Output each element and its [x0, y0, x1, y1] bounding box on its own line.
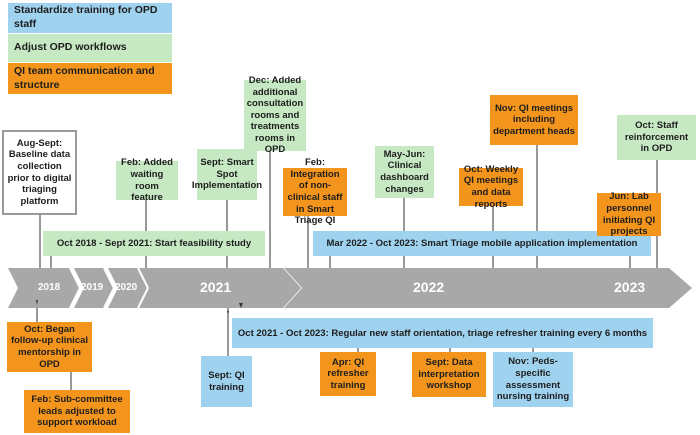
event-clinical-mentorship: Oct: Began follow-up clinical mentorship…	[7, 322, 92, 372]
arrow-2018	[8, 268, 80, 308]
year-label-2021: 2021	[200, 279, 232, 295]
event-lab-personnel: Jun: Lab personnel initiating QI project…	[597, 191, 661, 237]
event-qi-refresher: Apr: QI refresher training	[320, 352, 376, 396]
arrow-2021	[128, 268, 301, 308]
event-smart-spot: Sept: Smart Spot Implementation	[192, 149, 262, 200]
event-clinical-dashboard: May-Jun: Clinical dashboard changes	[375, 146, 434, 198]
event-subcommittee-leads: Feb: Sub-committee leads adjusted to sup…	[24, 390, 130, 433]
event-consultation-rooms: Dec: Added additional consultation rooms…	[244, 75, 306, 155]
year-label-2022: 2022	[413, 279, 445, 295]
event-qi-department-heads: Nov: QI meetings including department he…	[490, 95, 578, 145]
legend-training: Standardize training for OPD staff	[8, 3, 172, 33]
legend-qi-team: QI team communication and structure	[8, 63, 172, 94]
legend-workflows: Adjust OPD workflows	[8, 34, 172, 62]
arrow-2023	[554, 268, 692, 308]
bar-feasibility-study: Oct 2018 - Sept 2021: Start feasibility …	[43, 231, 265, 256]
year-label-2020: 2020	[115, 282, 138, 293]
event-integration-staff: Feb: Integration of non-clinical staff i…	[283, 157, 347, 226]
event-data-workshop: Sept: Data interpretation workshop	[412, 352, 486, 397]
bar-smart-triage-implementation: Mar 2022 - Oct 2023: Smart Triage mobile…	[313, 231, 651, 256]
event-peds-training: Nov: Peds-specific assessment nursing tr…	[493, 352, 573, 407]
year-label-2023: 2023	[614, 279, 646, 295]
bar-staff-orientation: Oct 2021 - Oct 2023: Regular new staff o…	[232, 318, 653, 348]
event-baseline-data: Aug-Sept: Baseline data collection prior…	[2, 130, 77, 215]
event-qi-training: Sept: QI training	[201, 356, 252, 407]
year-label-2018: 2018	[38, 282, 61, 293]
arrow-2022	[284, 268, 588, 308]
year-label-2019: 2019	[81, 282, 104, 293]
arrow-2019	[74, 268, 114, 308]
timeline-arrows	[8, 268, 692, 308]
event-weekly-qi-meetings: Oct: Weekly QI meetings and data reports	[459, 164, 523, 210]
event-waiting-room: Feb: Added waiting room feature	[116, 157, 178, 203]
event-staff-reinforcement: Oct: Staff reinforcement in OPD	[617, 115, 696, 160]
